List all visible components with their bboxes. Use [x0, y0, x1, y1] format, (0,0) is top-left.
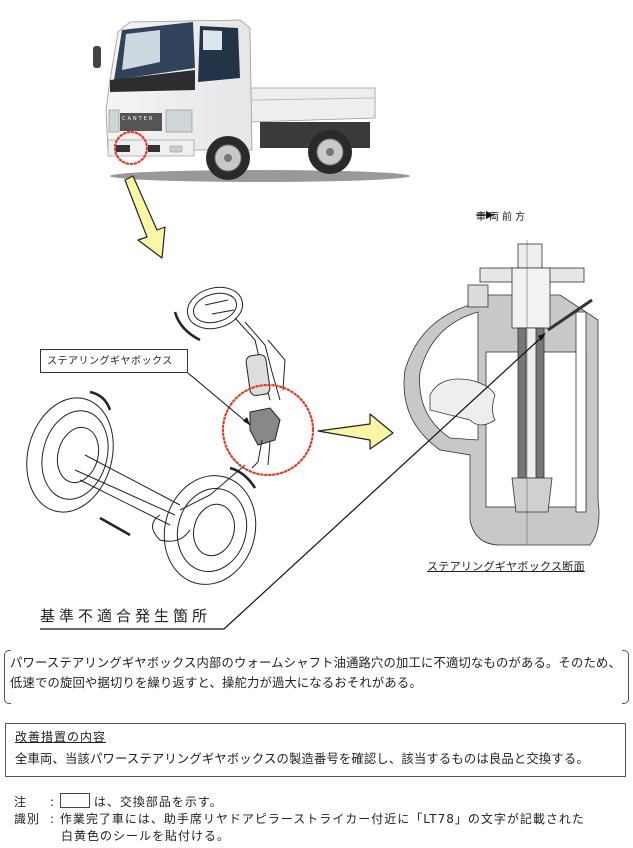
- identification-text: 作業完了車には、助手席リヤドアピラーストライカー付近に「LT78」の文字が記載さ…: [59, 812, 585, 826]
- gearbox-cross-section: [403, 243, 600, 546]
- gearbox-leader-line: [187, 372, 251, 426]
- replacement-part-legend-box: [59, 793, 90, 808]
- remedy-box: 改善措置の内容 全車両、当該パワーステアリングギヤボックスの製造番号を確認し、該…: [5, 723, 626, 777]
- identification-row-cont: 白黄色のシールを貼付ける。: [61, 827, 230, 844]
- truck-defect-highlight: [113, 130, 149, 166]
- note-text: は、交換部品を示す。: [93, 795, 223, 809]
- remedy-text: 全車両、当該パワーステアリングギヤボックスの製造番号を確認し、該当するものは良品…: [15, 752, 589, 766]
- identification-row: 識別: 作業完了車には、助手席リヤドアピラーストライカー付近に「LT78」の文字…: [14, 812, 585, 826]
- cross-section-caption: ステアリングギヤボックス断面: [427, 560, 585, 573]
- remedy-title: 改善措置の内容: [15, 730, 107, 744]
- steering-gearbox-label: ステアリングギヤボックス: [40, 349, 188, 373]
- steering-system-diagram: [26, 286, 286, 585]
- defect-bracket-right: [622, 650, 629, 704]
- identification-text-cont: 白黄色のシールを貼付ける。: [61, 829, 231, 843]
- right-arrow-icon: [317, 413, 394, 450]
- identification-key: 識別: [14, 812, 41, 826]
- defect-bracket-left: [4, 650, 11, 704]
- defect-description: パワーステアリングギヤボックス内部のウォームシャフト油通路穴の加工に不適切なもの…: [10, 656, 621, 690]
- forward-arrow-icon: [486, 211, 494, 219]
- note-key: 注: [14, 795, 28, 809]
- forward-direction-label: 車両前方: [476, 212, 528, 223]
- truck-badge-text: CANTER: [122, 116, 154, 122]
- gearbox-defect-highlight: [221, 383, 315, 477]
- down-arrow-icon: [124, 175, 166, 259]
- defect-site-leader-line: [40, 334, 545, 630]
- truck-image: CANTER: [93, 19, 410, 182]
- defect-site-label: 基準不適合発生箇所: [40, 607, 212, 625]
- note-row: 注: は、交換部品を示す。: [14, 793, 223, 809]
